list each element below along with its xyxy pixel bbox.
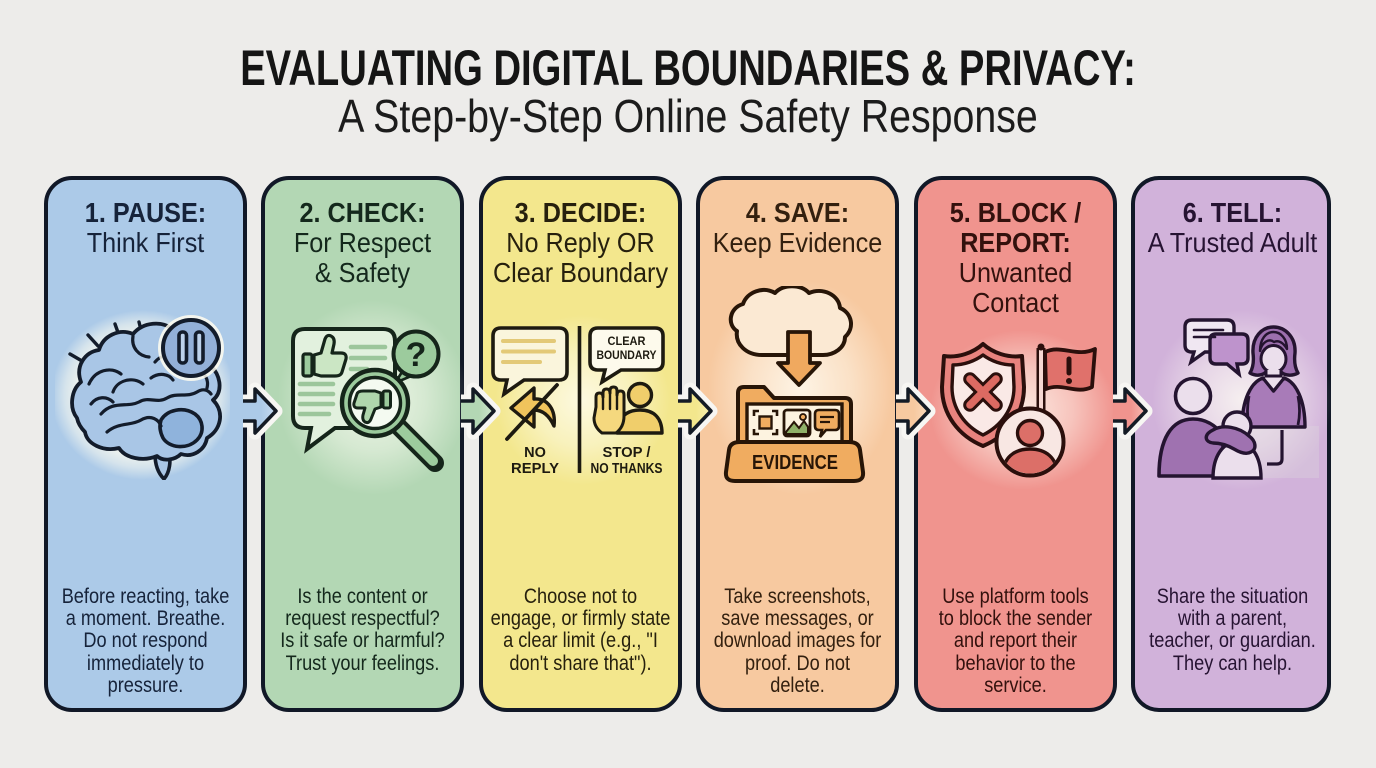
svg-text:?: ?: [406, 336, 427, 374]
svg-text:NO THANKS: NO THANKS: [591, 461, 663, 477]
svg-text:STOP /: STOP /: [603, 445, 651, 461]
svg-text:EVIDENCE: EVIDENCE: [752, 452, 838, 474]
svg-text:BOUNDARY: BOUNDARY: [597, 348, 657, 362]
svg-text:REPLY: REPLY: [511, 461, 559, 477]
svg-text:CLEAR: CLEAR: [608, 334, 646, 348]
svg-text:NO: NO: [524, 445, 546, 461]
